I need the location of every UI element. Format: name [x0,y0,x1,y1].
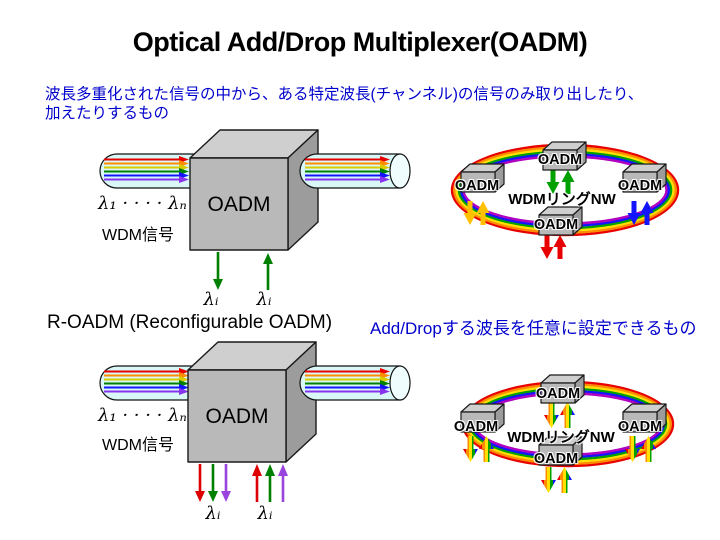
wavelength-range-label: λ₁ · · · · λₙ [98,193,187,214]
page-title: Optical Add/Drop Multiplexer(OADM) [132,27,588,57]
oadm-fiber-diagram [99,129,411,290]
intro-text: 波長多重化された信号の中から、ある特定波長(チャンネル)の信号のみ取り出したり、… [45,85,643,123]
intro-line-1: 波長多重化された信号の中から、ある特定波長(チャンネル)の信号のみ取り出したり、 [45,86,644,103]
drop-arrow-icon [213,252,223,290]
drop-wavelength-label: λᵢ [203,289,219,310]
intro-line-2: 加えたりするもの [45,105,170,122]
wdm-signal-label: WDM信号 [102,437,174,454]
ring-node-label: OADM [454,178,500,194]
ring-node-label: OADM [617,178,663,194]
drop-wavelength-label: λᵢ [205,503,221,524]
wdm-signal-label: WDM信号 [102,227,174,244]
ring-node-label: OADM [453,419,499,435]
ring-center-label: WDMリングNW [507,429,615,446]
roadm-note: Add/Dropする波長を任意に設定できるもの [370,319,697,338]
add-wavelength-label: λᵢ [256,289,272,310]
ring-node-label: OADM [617,419,663,435]
add-wavelength-label: λᵢ [257,503,273,524]
wdm-ring-network [450,141,680,259]
ring-node-label: OADM [537,152,583,168]
oadm-device-label: OADM [205,405,269,428]
roadm-fiber-diagram [99,341,411,502]
add-arrows-icon [252,464,288,502]
wdm-ring-network-reconfigurable [460,374,675,493]
add-arrow-icon [263,253,273,290]
ring-node-label: OADM [533,217,579,233]
roadm-heading: R-OADM (Reconfigurable OADM) [47,312,333,333]
oadm-cube-icon [187,341,317,463]
ring-node-label: OADM [533,451,579,467]
drop-arrows-icon [195,464,231,502]
wavelength-range-label: λ₁ · · · · λₙ [98,405,187,426]
oadm-cube-icon [189,129,319,251]
oadm-device-label: OADM [207,193,271,216]
ring-node-label: OADM [535,386,581,402]
ring-center-label: WDMリングNW [508,191,616,208]
